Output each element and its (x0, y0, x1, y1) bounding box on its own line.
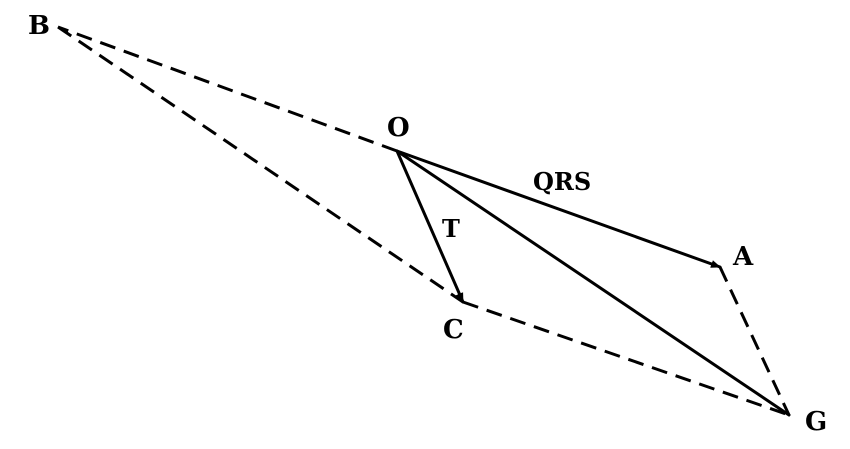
point-label-B: B (28, 11, 50, 41)
point-label-O: O (387, 113, 410, 143)
dashed-line-B-C (57, 25, 464, 304)
vector-O-C (395, 149, 465, 304)
line-O-G (395, 149, 791, 417)
dashed-line-O-B (57, 25, 398, 153)
point-label-A: A (732, 242, 754, 272)
dashed-line-A-G (718, 266, 791, 416)
vector-label-T: T (442, 214, 460, 243)
point-label-G: G (805, 407, 827, 437)
dashed-line-C-G (462, 300, 790, 417)
vector-O-A (395, 149, 722, 269)
point-label-C: C (443, 315, 464, 345)
vector-label-QRS: QRS (533, 167, 591, 196)
